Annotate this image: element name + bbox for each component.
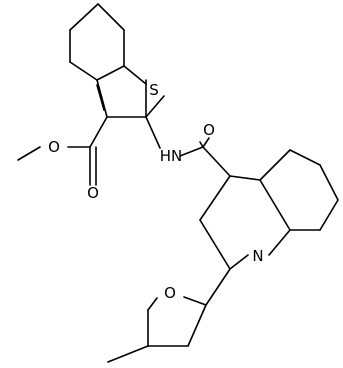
bond	[145, 95, 165, 118]
bond	[123, 65, 147, 85]
bond	[89, 116, 108, 148]
bond	[69, 3, 99, 31]
bond	[259, 149, 291, 181]
bonds	[17, 3, 339, 363]
bond	[97, 3, 125, 31]
bond	[96, 84, 105, 111]
bond	[259, 179, 291, 231]
bond	[319, 199, 339, 231]
bond	[202, 146, 231, 177]
amide-nh-label: HN	[160, 147, 183, 165]
bond	[96, 65, 125, 81]
bond	[289, 149, 321, 166]
furan-o-label: O	[164, 284, 176, 302]
bond	[96, 79, 108, 118]
ester-o-label: O	[48, 138, 60, 156]
bond	[199, 175, 231, 221]
bond	[147, 297, 158, 311]
atom-labels: S HN O O O N O	[48, 81, 264, 302]
bond	[187, 304, 207, 347]
bond	[199, 141, 204, 148]
bond	[202, 137, 210, 148]
bond	[229, 254, 249, 270]
bond	[69, 61, 98, 81]
quinoline-n-label: N	[252, 247, 263, 265]
bond	[268, 229, 291, 256]
bond	[199, 219, 231, 270]
bond	[183, 296, 207, 306]
sulfur-atom-label: S	[149, 81, 159, 99]
bond	[17, 146, 41, 161]
bond	[107, 345, 149, 363]
bond	[145, 116, 161, 149]
bond	[205, 268, 231, 306]
bond	[229, 175, 261, 181]
carbonyl-o-amide-label: O	[203, 121, 215, 139]
bond	[179, 146, 204, 157]
bond	[319, 164, 339, 201]
carbonyl-o-ester-label: O	[87, 184, 99, 202]
